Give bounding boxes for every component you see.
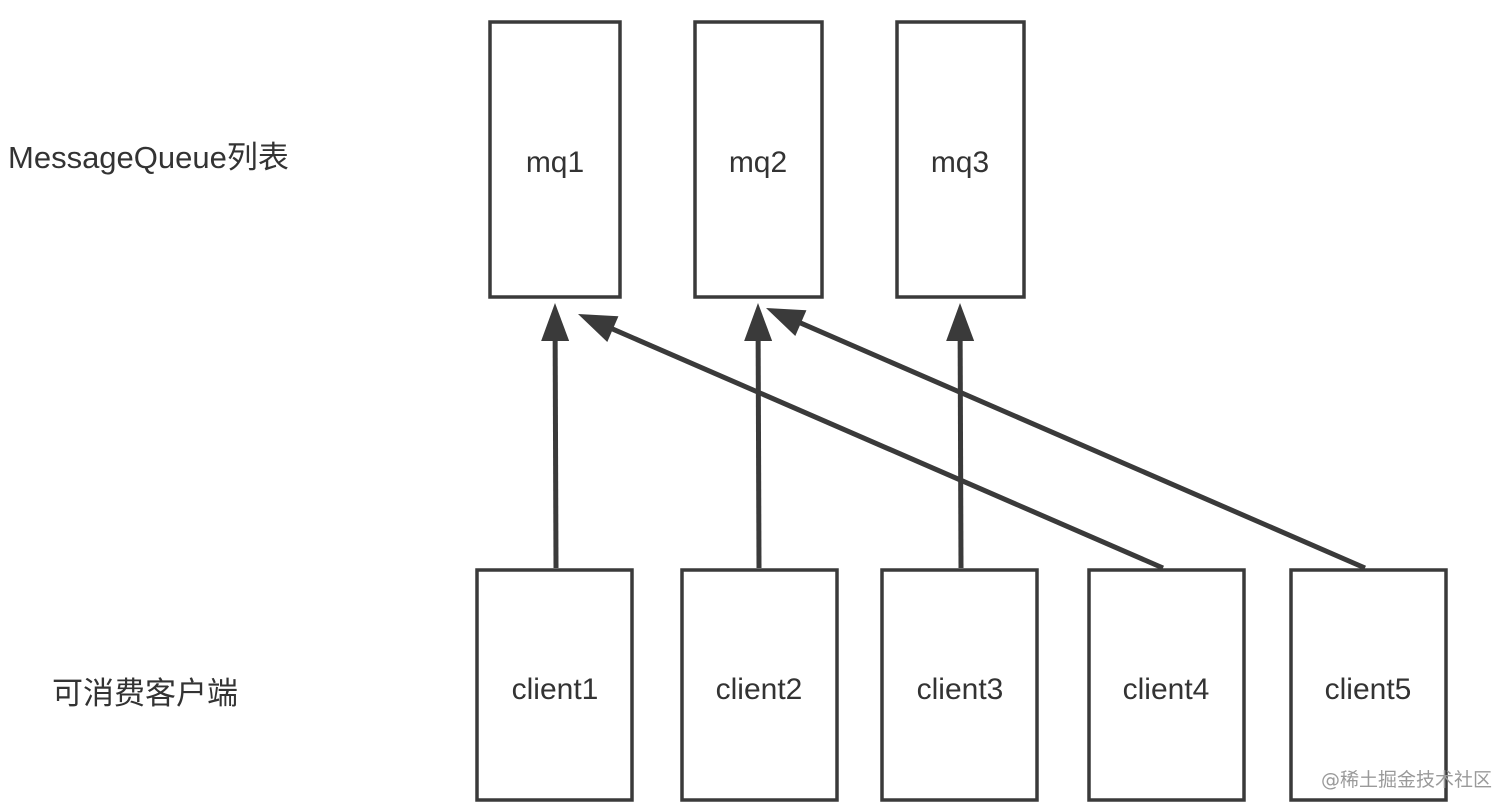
arrowhead-client3-to-mq3 — [946, 303, 975, 342]
client-box-client5 — [1289, 568, 1448, 802]
queue-label-mq3: mq3 — [931, 146, 989, 179]
arrowhead-client4-to-mq1 — [578, 314, 619, 342]
queue-mq2: mq2 — [693, 20, 824, 299]
queue-box-mq3 — [895, 20, 1026, 299]
watermark: @稀土掘金技术社区 — [1320, 769, 1492, 791]
client-box-client1 — [475, 568, 634, 802]
queue-label-mq1: mq1 — [526, 146, 584, 179]
queue-mq3: mq3 — [895, 20, 1026, 299]
arrowhead-client2-to-mq2 — [744, 303, 773, 342]
client-client3: client3 — [880, 568, 1039, 802]
client-client5: client5 — [1289, 568, 1448, 802]
arrow-client2-to-mq2 — [755, 338, 762, 569]
arrowhead-client1-to-mq1 — [541, 303, 570, 342]
client-label-client1: client1 — [512, 673, 599, 706]
arrowhead-client5-to-mq2 — [766, 308, 807, 336]
arrows-layer — [541, 303, 1366, 571]
queue-box-mq2 — [693, 20, 824, 299]
client-box-client2 — [680, 568, 839, 802]
arrow-client5-to-mq2 — [798, 320, 1366, 571]
mq-list-label: MessageQueue列表 — [8, 140, 289, 175]
client-client2: client2 — [680, 568, 839, 802]
queue-box-mq1 — [488, 20, 622, 299]
client-label-client2: client2 — [716, 673, 803, 706]
client-label-client5: client5 — [1325, 673, 1412, 706]
client-box-client4 — [1087, 568, 1246, 802]
arrow-client1-to-mq1 — [552, 338, 559, 569]
client-client1: client1 — [475, 568, 634, 802]
queue-label-mq2: mq2 — [729, 146, 787, 179]
arrow-client3-to-mq3 — [957, 338, 964, 569]
client-client4: client4 — [1087, 568, 1246, 802]
arrow-client4-to-mq1 — [610, 326, 1164, 571]
client-box-client3 — [880, 568, 1039, 802]
queue-mq1: mq1 — [488, 20, 622, 299]
client-label-client3: client3 — [917, 673, 1004, 706]
consumer-clients-label: 可消费客户端 — [52, 676, 238, 711]
client-label-client4: client4 — [1123, 673, 1210, 706]
